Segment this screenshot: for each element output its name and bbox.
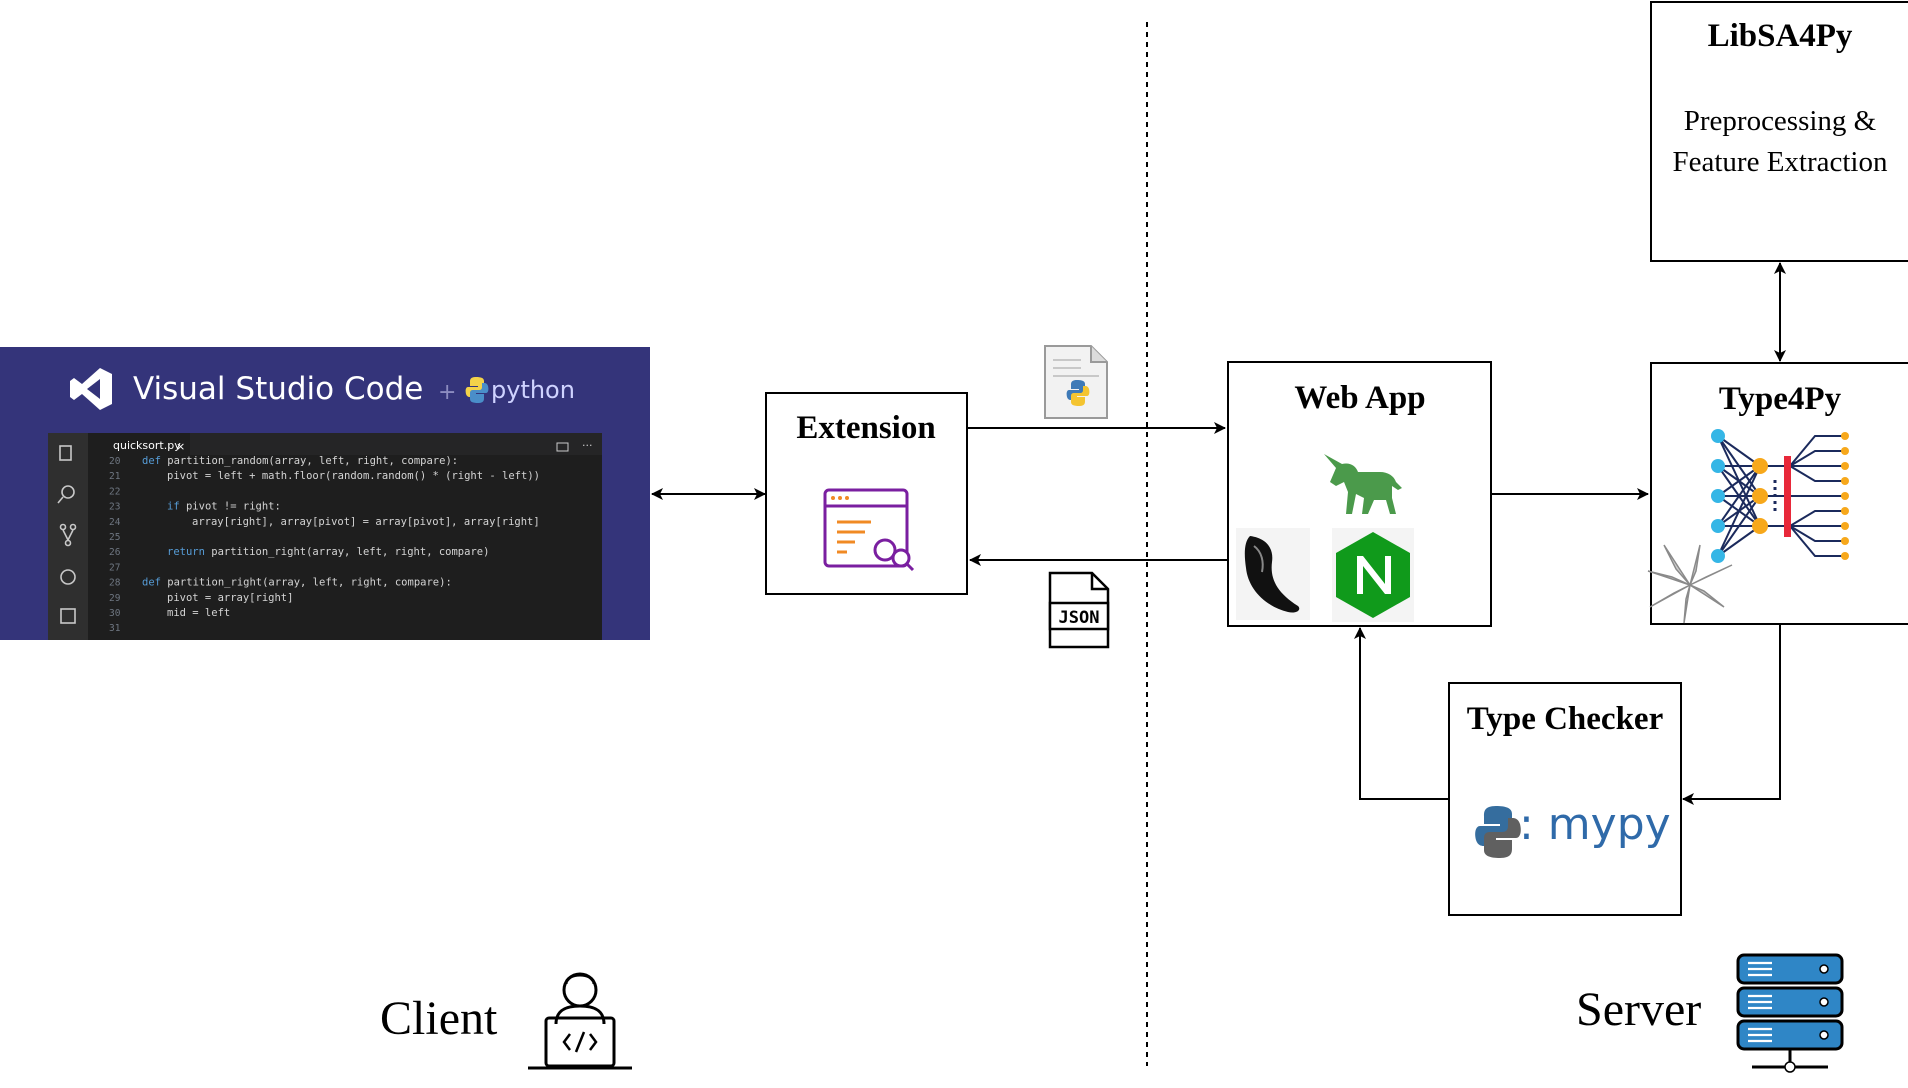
vscode-screenshot: Visual Studio Code + python quicksort.py… (0, 347, 650, 640)
extension-title: Extension (796, 410, 935, 446)
libsa4py-line2: Feature Extraction (1673, 146, 1888, 178)
nn-input-node (1711, 489, 1725, 503)
code-line: array[right], array[pivot] = array[pivot… (192, 516, 540, 528)
line-number: 31 (109, 623, 121, 634)
plus-separator: + (438, 380, 456, 405)
nn-edge (1789, 525, 1842, 557)
client-label: Client (380, 992, 498, 1045)
nn-edge (1789, 525, 1842, 542)
arrow-typechecker-webapp (1354, 627, 1448, 800)
nn-output-node (1841, 432, 1849, 440)
nn-hidden-node (1752, 518, 1768, 534)
server-label: Server (1576, 983, 1701, 1036)
libsa4py-box: LibSA4Py Preprocessing & Feature Extract… (1650, 1, 1908, 262)
libsa4py-line1: Preprocessing & (1684, 105, 1877, 137)
code-line: return partition_right(array, left, righ… (167, 546, 489, 558)
json-label: JSON (1059, 608, 1100, 628)
python-word: python (491, 376, 575, 404)
line-number: 26 (109, 547, 121, 558)
nn-edge (1789, 450, 1842, 467)
nn-output-node (1841, 477, 1849, 485)
nn-output-node (1841, 507, 1849, 515)
plugin-window-icon (823, 488, 915, 572)
python-file-icon (1044, 345, 1108, 419)
source-control-icon[interactable] (59, 523, 77, 547)
developer-laptop-icon (528, 972, 632, 1070)
vscode-logo-icon (70, 368, 112, 410)
nn-input-node (1711, 549, 1725, 563)
extension-box: Extension (765, 392, 968, 595)
python-logo-icon (465, 377, 489, 403)
nn-output-node (1841, 552, 1849, 560)
nginx-icon (1332, 528, 1414, 622)
vscode-title: Visual Studio Code (133, 371, 423, 407)
nn-input-node (1711, 459, 1725, 473)
nn-hidden-node (1752, 458, 1768, 474)
webapp-box: Web App (1227, 361, 1492, 627)
nn-output-node (1841, 522, 1849, 530)
explorer-icon[interactable] (59, 445, 72, 461)
nn-edge (1717, 495, 1761, 527)
flask-horn-icon (1236, 528, 1310, 620)
line-number: 23 (109, 502, 120, 513)
split-editor-icon[interactable] (556, 442, 569, 452)
line-number: 25 (109, 532, 120, 543)
json-file-icon: JSON (1048, 571, 1110, 649)
server-rack-icon (1736, 953, 1844, 1073)
code-line: mid = left (167, 607, 230, 619)
typechecker-box: Type Checker : mypy (1448, 682, 1682, 916)
line-number: 28 (109, 578, 121, 589)
line-number: 21 (109, 471, 121, 482)
type4py-title: Type4Py (1719, 381, 1842, 417)
arrow-type4py-typechecker (1682, 625, 1781, 805)
nn-edge (1717, 435, 1761, 527)
nn-edge (1789, 510, 1842, 527)
nn-bar (1784, 456, 1791, 537)
type4py-box: Type4Py (1647, 362, 1908, 625)
line-number: 29 (109, 593, 121, 604)
line-number: 30 (109, 608, 121, 619)
nn-output-node (1841, 537, 1849, 545)
nn-input-node (1711, 429, 1725, 443)
nn-edge (1717, 435, 1761, 497)
arrows (651, 262, 1786, 805)
pinwheel-logo-icon (1647, 544, 1733, 624)
code-line: def partition_right(array, left, right, … (142, 577, 452, 589)
mypy-text: : mypy (1519, 799, 1671, 850)
typechecker-title: Type Checker (1467, 701, 1663, 737)
nn-edge (1789, 465, 1842, 482)
code-lines: 20 def partition_random(array, left, righ… (109, 455, 540, 634)
debug-icon[interactable] (60, 569, 76, 585)
webapp-title: Web App (1294, 380, 1425, 416)
more-actions-icon[interactable]: ··· (582, 439, 593, 452)
nn-input-node (1711, 519, 1725, 533)
code-line: pivot = left + math.floor(random.random(… (167, 470, 540, 482)
editor-tab[interactable]: quicksort.py (113, 439, 181, 452)
neural-network-icon (1711, 429, 1849, 563)
nn-edge (1789, 435, 1842, 467)
libsa4py-title: LibSA4Py (1708, 18, 1853, 54)
extensions-icon[interactable] (60, 608, 76, 624)
nn-output-node (1841, 447, 1849, 455)
line-number: 24 (109, 517, 121, 528)
nn-edge (1717, 465, 1761, 527)
line-number: 22 (109, 486, 120, 497)
tab-close-icon[interactable]: × (176, 440, 185, 453)
line-number: 27 (109, 562, 120, 573)
line-number: 20 (109, 456, 121, 467)
code-line: if pivot != right: (167, 501, 281, 513)
mypy-python-logo-icon (1475, 806, 1521, 858)
nn-output-node (1841, 492, 1849, 500)
search-icon[interactable] (61, 485, 75, 499)
gunicorn-unicorn-icon (1324, 454, 1402, 514)
nn-output-node (1841, 462, 1849, 470)
nn-hidden-node (1752, 488, 1768, 504)
code-line: def partition_random(array, left, right,… (142, 455, 458, 467)
nn-edge (1717, 525, 1761, 557)
code-line: pivot = array[right] (167, 592, 293, 604)
nn-edge (1717, 435, 1761, 467)
